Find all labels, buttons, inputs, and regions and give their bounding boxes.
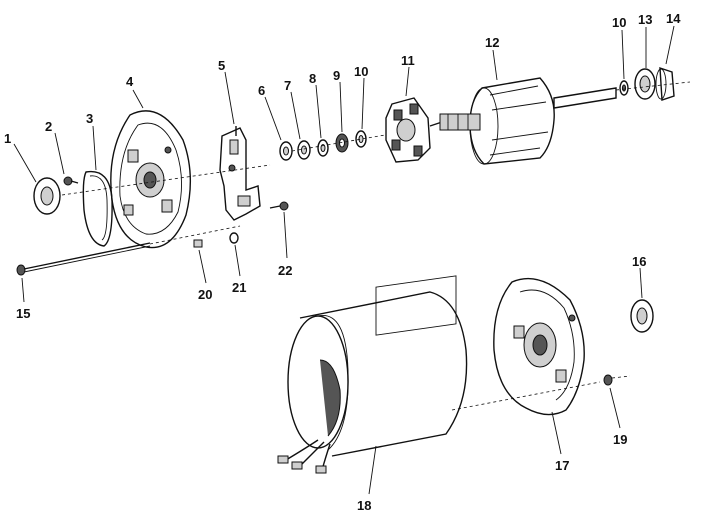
part-11-commutator bbox=[385, 97, 443, 163]
callout-6: 6 bbox=[258, 83, 265, 98]
callout-16: 16 bbox=[632, 254, 646, 269]
part-12-armature bbox=[439, 77, 617, 165]
part-14-end-cap bbox=[655, 67, 675, 101]
part-8-washer bbox=[317, 139, 329, 157]
callout-8: 8 bbox=[309, 71, 316, 86]
callout-labels: 1 2 3 4 5 6 7 8 9 10 11 12 10 13 14 15 1… bbox=[4, 11, 681, 513]
callout-5: 5 bbox=[218, 58, 225, 73]
part-9-washer bbox=[335, 133, 349, 153]
callout-3: 3 bbox=[86, 111, 93, 126]
callout-10b: 10 bbox=[612, 15, 626, 30]
callout-7: 7 bbox=[284, 78, 291, 93]
part-13-bearing bbox=[634, 68, 656, 100]
part-6-washer bbox=[279, 141, 293, 161]
leader-lines bbox=[13, 25, 675, 495]
part-2-screw bbox=[63, 176, 79, 186]
callout-4: 4 bbox=[126, 74, 134, 89]
part-15-through-bolt bbox=[16, 242, 151, 276]
part-22-screw bbox=[269, 201, 289, 211]
callout-11: 11 bbox=[401, 53, 415, 68]
part-5-brush-holder bbox=[219, 126, 261, 221]
part-10b-washer bbox=[619, 80, 629, 96]
callout-12: 12 bbox=[485, 35, 499, 50]
callout-20: 20 bbox=[198, 287, 212, 302]
part-1-washer bbox=[33, 177, 61, 215]
part-21-washer bbox=[229, 232, 239, 244]
assembly-centerlines bbox=[61, 81, 691, 411]
part-19-nut bbox=[603, 374, 613, 386]
callout-10a: 10 bbox=[354, 64, 368, 79]
callout-13: 13 bbox=[638, 12, 652, 27]
callout-21: 21 bbox=[232, 280, 246, 295]
callout-15: 15 bbox=[16, 306, 30, 321]
callout-9: 9 bbox=[333, 68, 340, 83]
part-16-bearing bbox=[630, 299, 654, 333]
part-3-cover-plate bbox=[82, 170, 113, 247]
callout-17: 17 bbox=[555, 458, 569, 473]
callout-18: 18 bbox=[357, 498, 371, 513]
part-4-front-end-bell bbox=[110, 110, 192, 249]
part-10a-washer bbox=[355, 130, 367, 148]
part-18-stator-housing bbox=[277, 275, 468, 474]
callout-14: 14 bbox=[666, 11, 681, 26]
callout-2: 2 bbox=[45, 119, 52, 134]
callout-19: 19 bbox=[613, 432, 627, 447]
part-20-bushing bbox=[193, 239, 203, 248]
callout-22: 22 bbox=[278, 263, 292, 278]
part-17-rear-end-bell bbox=[493, 277, 585, 416]
callout-1: 1 bbox=[4, 131, 11, 146]
